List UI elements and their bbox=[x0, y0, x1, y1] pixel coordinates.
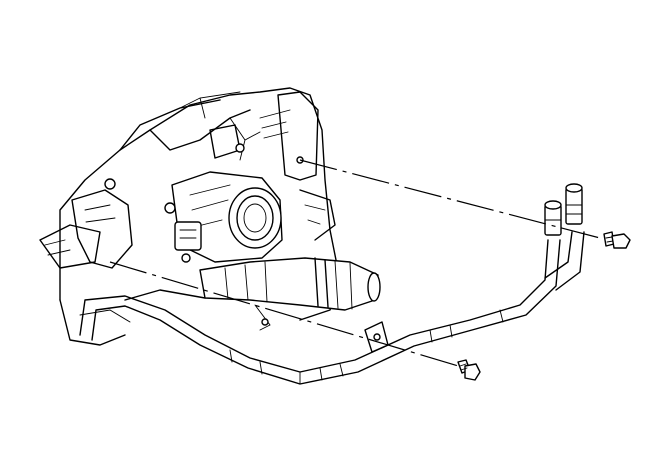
leader-lines bbox=[109, 159, 601, 369]
lower-bolt-leader bbox=[109, 261, 466, 369]
upper-bolt-leader bbox=[299, 159, 601, 239]
throttle-body bbox=[171, 171, 283, 263]
bracket-bolt-lower bbox=[457, 359, 481, 381]
engine-block-assembly bbox=[39, 87, 341, 346]
air-intake-duct bbox=[199, 257, 381, 331]
tube-connector-fittings bbox=[544, 183, 583, 236]
bracket-bolt-upper bbox=[603, 231, 631, 249]
